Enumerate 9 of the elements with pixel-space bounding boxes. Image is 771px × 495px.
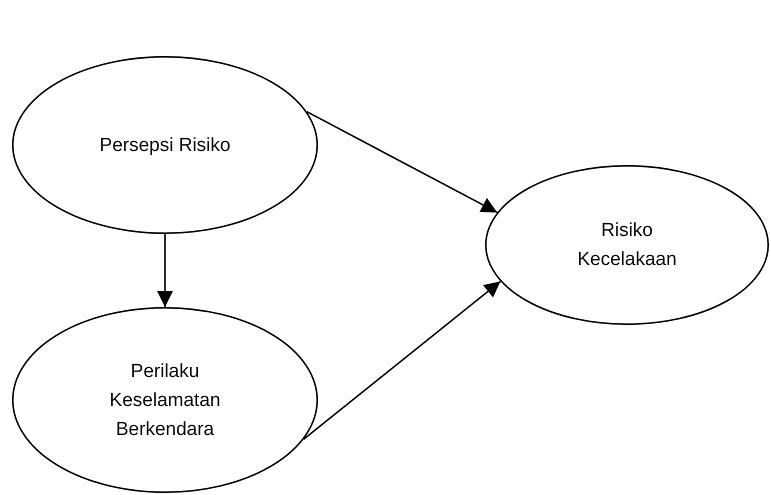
arrow [306,110,498,214]
ellipse-node [12,307,318,493]
ellipse-node [485,165,769,325]
arrow [157,234,173,307]
node-label: Perilaku Keselamatan Berkendara [108,360,222,442]
node-label: Risiko Kecelakaan [576,219,678,272]
ellipse-node [12,56,318,234]
arrow [303,280,501,440]
node-label: Persepsi Risiko [98,134,232,158]
